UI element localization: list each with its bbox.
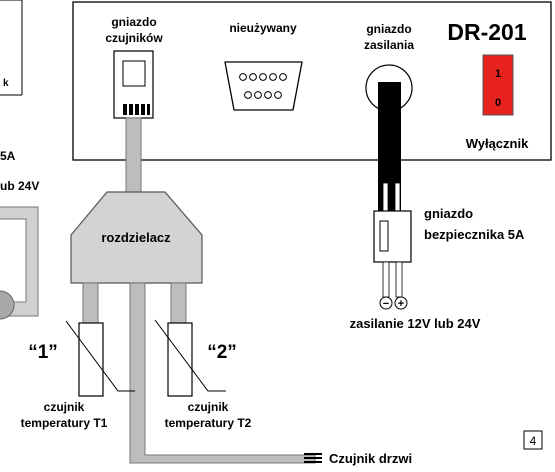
door-sensor-lead: [304, 453, 322, 455]
power-port-label-2: zasilania: [364, 38, 414, 52]
sensor-2-label-2: temperatury T2: [165, 416, 252, 430]
power-port-label-1: gniazdo: [366, 22, 411, 36]
sensor-port-label-2: czujników: [105, 31, 163, 45]
sensor-2-label-1: czujnik: [188, 400, 229, 414]
plus-terminal: [394, 296, 408, 310]
power-switch: 1 0: [482, 54, 514, 116]
sensor-2-number: “2”: [207, 342, 237, 363]
db9-port: [224, 61, 303, 111]
left-fragment: k 5A ub 24V: [0, 0, 39, 320]
sensor-port: [113, 50, 154, 119]
sensor-1-number: “1”: [28, 342, 58, 363]
left-fragment-text-1: k: [3, 78, 9, 89]
splitter: [70, 191, 203, 284]
splitter-cables: [82, 282, 316, 464]
switch-off-label: 0: [495, 97, 501, 109]
plus-symbol: +: [398, 298, 404, 310]
left-fragment-text-2: 5A: [0, 149, 16, 163]
fuse-holder: [373, 210, 412, 298]
switch-on-label: 1: [495, 68, 501, 80]
sensor-cable: [125, 117, 142, 194]
fuse-label-2: bezpiecznika 5A: [424, 227, 525, 242]
left-fragment-text-3: ub 24V: [0, 179, 39, 193]
device-model: DR-201: [447, 19, 526, 45]
page-number-box: [523, 430, 543, 450]
switch-label: Wyłącznik: [466, 136, 529, 151]
sensor-port-label-1: gniazdo: [111, 15, 156, 29]
power-supply-label: zasilanie 12V lub 24V: [350, 316, 481, 331]
power-cable: [378, 82, 401, 212]
minus-terminal: [379, 296, 393, 310]
sensor-1-label-1: czujnik: [44, 400, 85, 414]
minus-symbol: −: [383, 298, 389, 310]
page-number: 4: [530, 434, 537, 448]
sensor-1: [65, 320, 135, 397]
splitter-label: rozdzielacz: [101, 230, 171, 245]
fuse-label-1: gniazdo: [424, 206, 473, 221]
unused-port-label: nieużywany: [229, 21, 297, 35]
sensor-1-label-2: temperatury T1: [21, 416, 108, 430]
sensor-2: [154, 319, 226, 397]
door-sensor-label: Czujnik drzwi: [329, 451, 412, 466]
